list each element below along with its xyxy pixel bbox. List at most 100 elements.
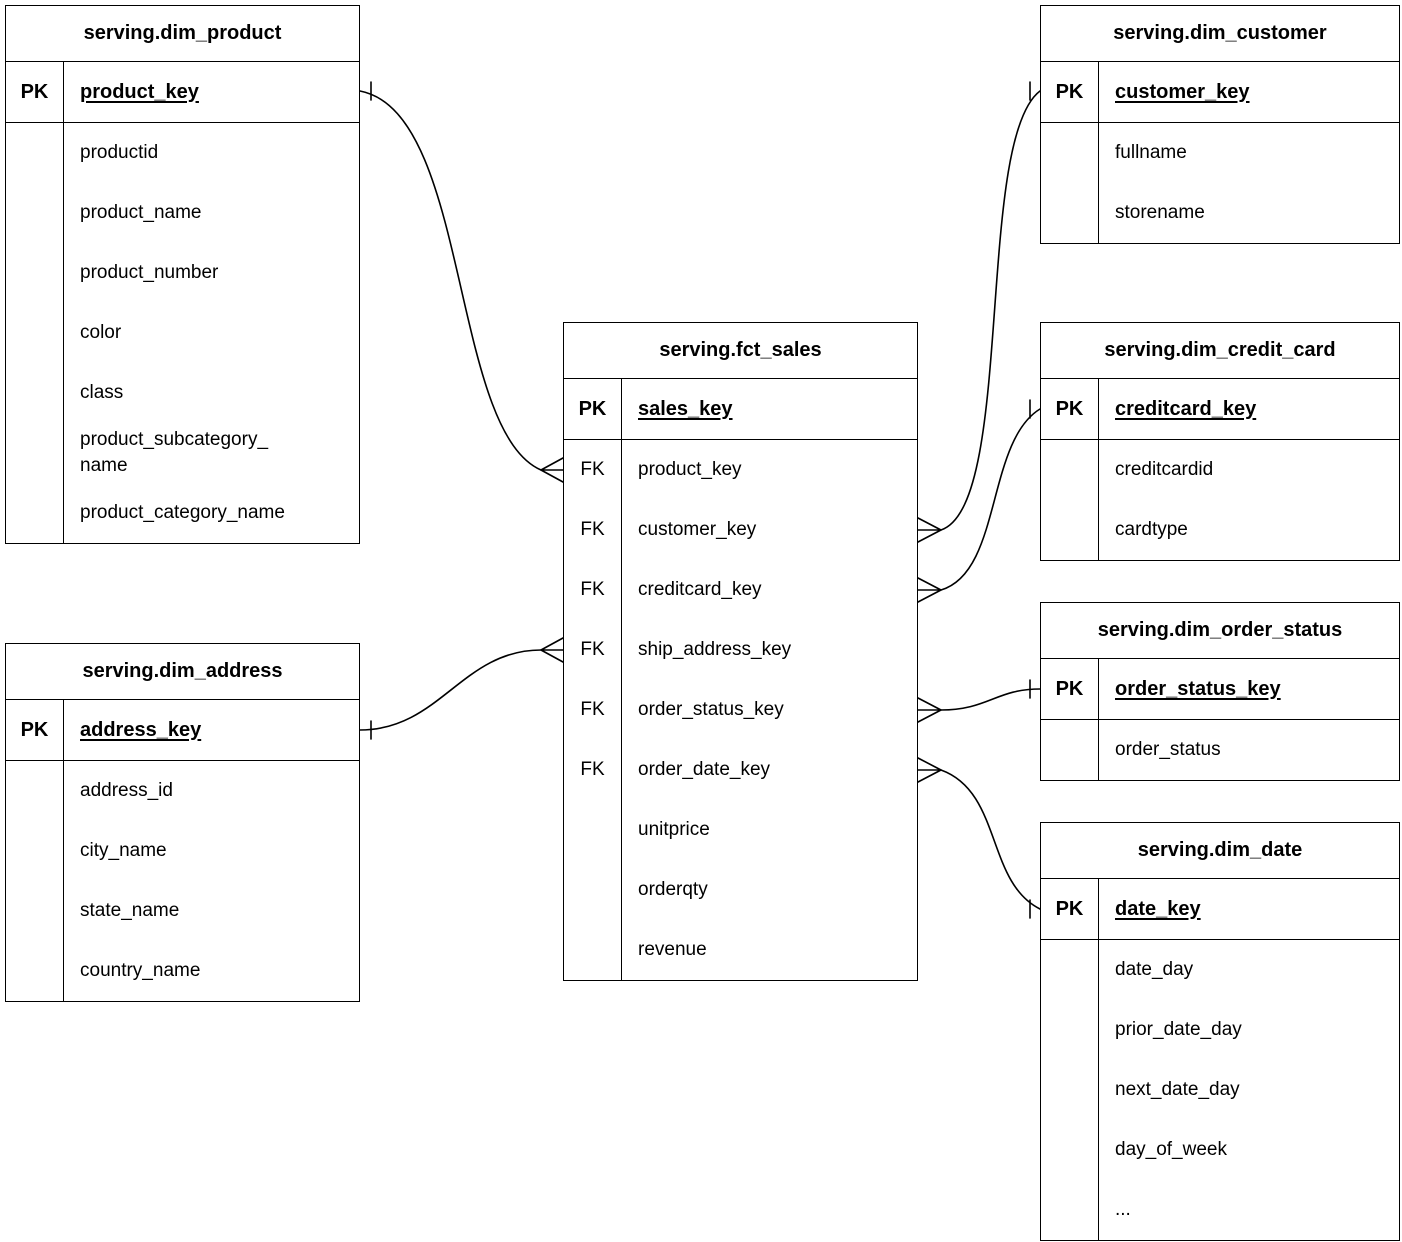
field-tag bbox=[564, 800, 622, 860]
table-dim-credit-card: serving.dim_credit_card PK creditcard_ke… bbox=[1040, 322, 1400, 561]
table-row: class bbox=[6, 363, 359, 423]
field-name: creditcardid bbox=[1115, 459, 1214, 481]
pk-field: product_key bbox=[80, 80, 199, 103]
field-name: unitprice bbox=[638, 819, 710, 841]
field-tag: FK bbox=[564, 500, 622, 560]
field-tag: FK bbox=[564, 440, 622, 500]
field-tag: FK bbox=[564, 620, 622, 680]
pk-field: customer_key bbox=[1115, 80, 1250, 103]
field-name: product_subcategory_ name bbox=[80, 429, 269, 476]
pk-row: PK product_key bbox=[6, 62, 359, 123]
field-name: color bbox=[80, 322, 122, 344]
crowfoot-credit-card bbox=[917, 577, 942, 603]
pk-field: sales_key bbox=[638, 397, 733, 420]
field-tag bbox=[1041, 183, 1099, 243]
field-name: ship_address_key bbox=[638, 639, 792, 661]
table-row: cardtype bbox=[1041, 500, 1399, 560]
field-name: customer_key bbox=[638, 519, 757, 541]
table-row: date_day bbox=[1041, 940, 1399, 1000]
crowfoot-customer bbox=[917, 517, 942, 543]
field-name: productid bbox=[80, 142, 159, 164]
field-name: city_name bbox=[80, 840, 167, 862]
field-name: order_status_key bbox=[638, 699, 784, 721]
field-tag bbox=[6, 881, 64, 941]
table-row: FK order_status_key bbox=[564, 680, 917, 740]
field-name: address_id bbox=[80, 780, 173, 802]
field-name: date_day bbox=[1115, 959, 1194, 981]
connector-credit-card bbox=[940, 408, 1041, 591]
pk-row: PK address_key bbox=[6, 700, 359, 761]
field-name: cardtype bbox=[1115, 519, 1188, 541]
crowfoot-address bbox=[540, 637, 564, 663]
field-name: product_category_name bbox=[80, 502, 285, 524]
field-tag bbox=[6, 821, 64, 881]
field-tag bbox=[1041, 123, 1099, 183]
pk-field: order_status_key bbox=[1115, 677, 1281, 700]
table-title: serving.dim_product bbox=[6, 6, 359, 62]
field-name: product_name bbox=[80, 202, 202, 224]
table-row: day_of_week bbox=[1041, 1120, 1399, 1180]
table-row: product_subcategory_ name bbox=[6, 423, 359, 483]
field-name: state_name bbox=[80, 900, 180, 922]
table-title: serving.dim_date bbox=[1041, 823, 1399, 879]
field-tag bbox=[6, 423, 64, 483]
table-row: next_date_day bbox=[1041, 1060, 1399, 1120]
table-row: storename bbox=[1041, 183, 1399, 243]
table-row: order_status bbox=[1041, 720, 1399, 780]
table-fct-sales: serving.fct_sales PK sales_key FK produc… bbox=[563, 322, 918, 981]
field-name: order_date_key bbox=[638, 759, 771, 781]
table-row: country_name bbox=[6, 941, 359, 1001]
field-name: country_name bbox=[80, 960, 201, 982]
pk-label: PK bbox=[6, 700, 64, 760]
table-row: city_name bbox=[6, 821, 359, 881]
field-tag bbox=[6, 123, 64, 183]
field-tag bbox=[1041, 440, 1099, 500]
table-row: orderqty bbox=[564, 860, 917, 920]
table-dim-order-status: serving.dim_order_status PK order_status… bbox=[1040, 602, 1400, 781]
field-tag bbox=[6, 303, 64, 363]
field-name: ... bbox=[1115, 1199, 1131, 1221]
field-name: class bbox=[80, 382, 124, 404]
table-row: FK customer_key bbox=[564, 500, 917, 560]
table-row: unitprice bbox=[564, 800, 917, 860]
table-row: state_name bbox=[6, 881, 359, 941]
connector-date bbox=[940, 769, 1041, 910]
pk-field: address_key bbox=[80, 718, 202, 741]
field-name: order_status bbox=[1115, 739, 1221, 761]
field-tag bbox=[564, 860, 622, 920]
table-title: serving.dim_order_status bbox=[1041, 603, 1399, 659]
pk-label: PK bbox=[6, 62, 64, 122]
table-row: product_number bbox=[6, 243, 359, 303]
crowfoot-date bbox=[917, 757, 942, 783]
table-row: revenue bbox=[564, 920, 917, 980]
field-name: product_number bbox=[80, 262, 219, 284]
field-tag bbox=[564, 920, 622, 980]
field-tag bbox=[6, 941, 64, 1001]
field-name: creditcard_key bbox=[638, 579, 762, 601]
field-name: storename bbox=[1115, 202, 1205, 224]
table-row: product_category_name bbox=[6, 483, 359, 543]
field-name: revenue bbox=[638, 939, 707, 961]
field-tag bbox=[1041, 940, 1099, 1000]
table-row: prior_date_day bbox=[1041, 1000, 1399, 1060]
field-name: day_of_week bbox=[1115, 1139, 1227, 1161]
table-title: serving.dim_customer bbox=[1041, 6, 1399, 62]
connector-customer bbox=[940, 90, 1041, 531]
pk-row: PK customer_key bbox=[1041, 62, 1399, 123]
table-row: FK ship_address_key bbox=[564, 620, 917, 680]
pk-label: PK bbox=[1041, 379, 1099, 439]
table-row: FK product_key bbox=[564, 440, 917, 500]
field-tag bbox=[6, 243, 64, 303]
field-tag bbox=[1041, 1120, 1099, 1180]
table-row: FK creditcard_key bbox=[564, 560, 917, 620]
table-row: ... bbox=[1041, 1180, 1399, 1240]
pk-label: PK bbox=[564, 379, 622, 439]
field-tag bbox=[1041, 1060, 1099, 1120]
table-dim-date: serving.dim_date PK date_key date_day pr… bbox=[1040, 822, 1400, 1241]
field-tag bbox=[1041, 1180, 1099, 1240]
pk-row: PK date_key bbox=[1041, 879, 1399, 940]
table-row: creditcardid bbox=[1041, 440, 1399, 500]
table-title: serving.fct_sales bbox=[564, 323, 917, 379]
table-row: productid bbox=[6, 123, 359, 183]
